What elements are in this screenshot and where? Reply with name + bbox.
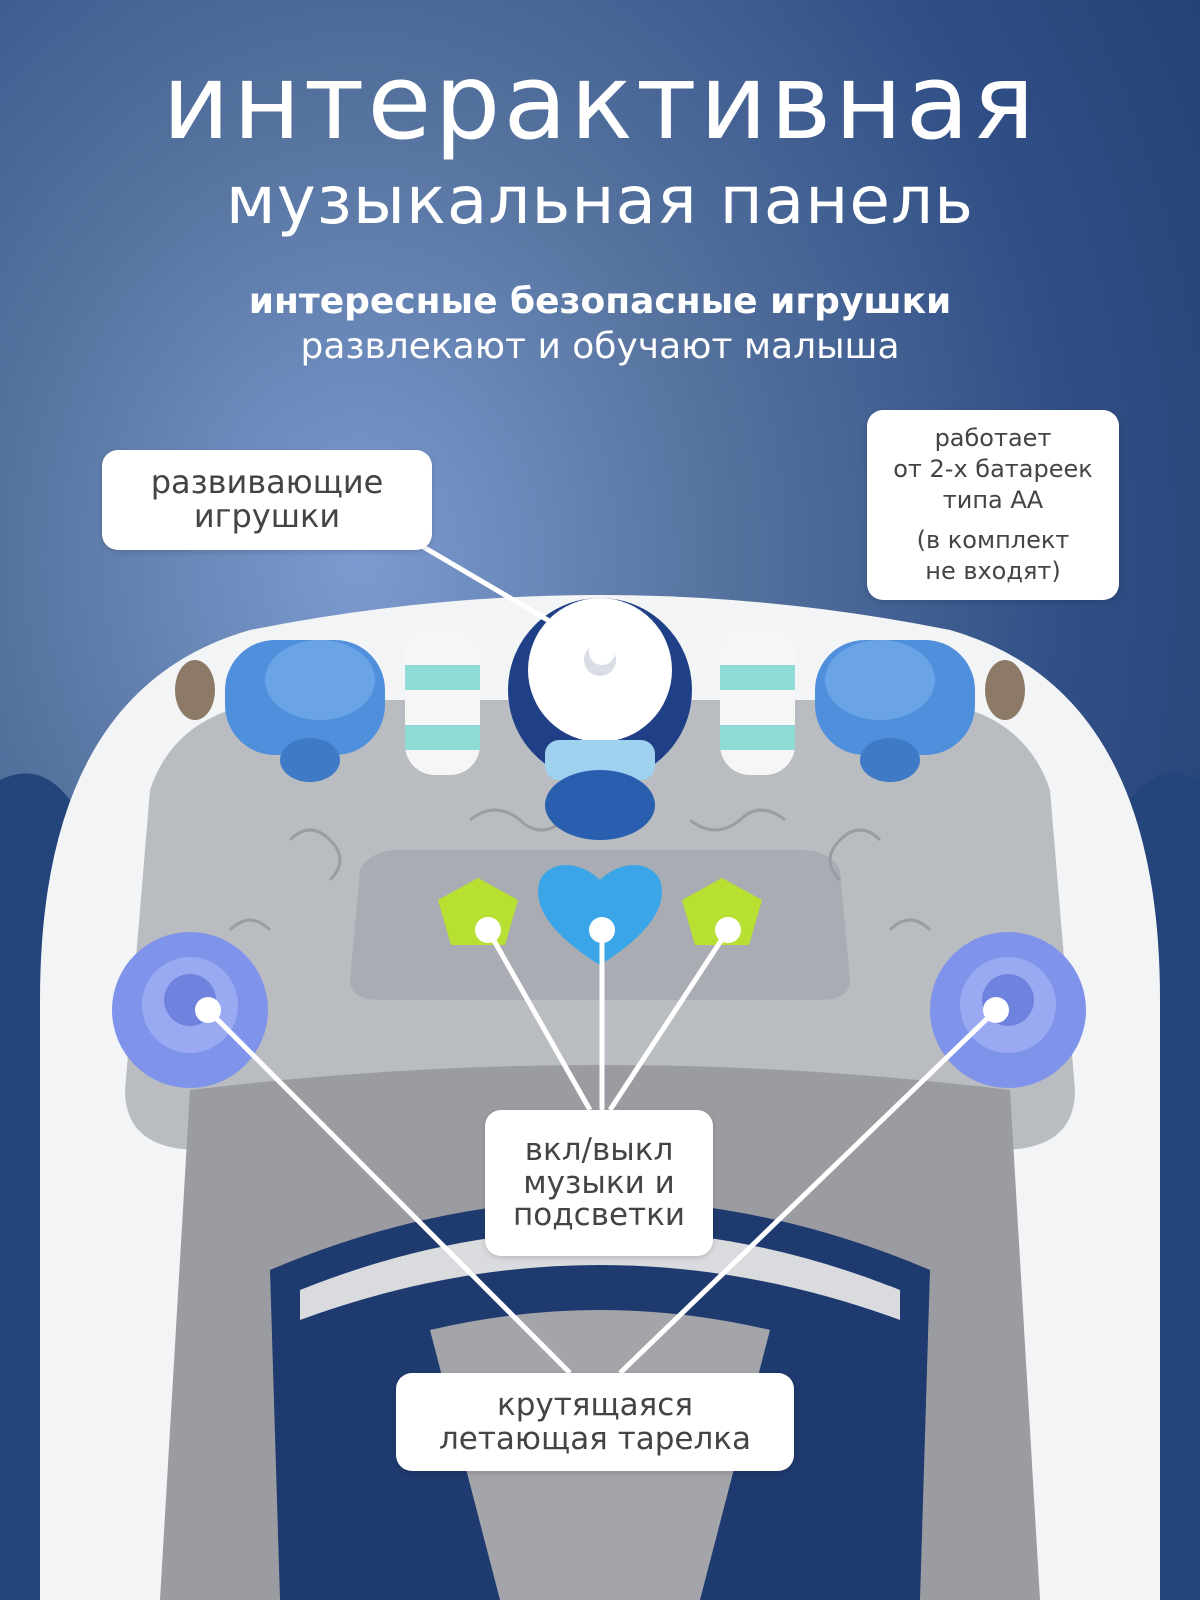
heart-button: [538, 865, 662, 965]
callout-text: музыки и: [523, 1164, 675, 1201]
toy-left: [175, 640, 385, 782]
roller-left: [405, 625, 480, 775]
callout-text: работает: [934, 424, 1052, 453]
callout-pointers: [206, 542, 998, 1375]
callout-text: подсветки: [513, 1197, 685, 1234]
subheadline-bold: интересные безопасные игрушки: [248, 281, 952, 322]
headline-line-2: музыкальная панель: [225, 162, 975, 239]
callout-note: не входят): [925, 556, 1061, 585]
callout-text: типа АА: [942, 486, 1044, 515]
callout-note: (в комплект: [916, 525, 1070, 554]
callout-music-toggle: вкл/выкл музыки и подсветки: [485, 1110, 713, 1256]
callout-text: развивающие: [150, 463, 384, 502]
callout-text: игрушки: [193, 497, 341, 535]
pentagon-button-right: [682, 878, 762, 945]
toy-right: [815, 640, 1025, 782]
callout-text: от 2-х батареек: [893, 455, 1093, 484]
callout-text: крутящаяся: [497, 1386, 693, 1423]
callout-developmental-toys: развивающие игрушки: [102, 450, 432, 550]
ufo-spinner-left: [112, 932, 268, 1088]
robot-toy: [508, 598, 692, 840]
callout-battery: работает от 2-х батареек типа АА (в комп…: [867, 410, 1119, 600]
callout-dots: [195, 639, 1009, 1023]
headline-line-1: интерактивная: [162, 41, 1038, 163]
callout-text: летающая тарелка: [438, 1421, 752, 1457]
decor-swirls: [228, 808, 932, 932]
roller-right: [720, 625, 795, 775]
callout-text: вкл/выкл: [524, 1132, 674, 1169]
callout-spinning-ufo: крутящаяся летающая тарелка: [396, 1373, 794, 1471]
subheadline-regular: развлекают и обучают малыша: [300, 326, 900, 367]
